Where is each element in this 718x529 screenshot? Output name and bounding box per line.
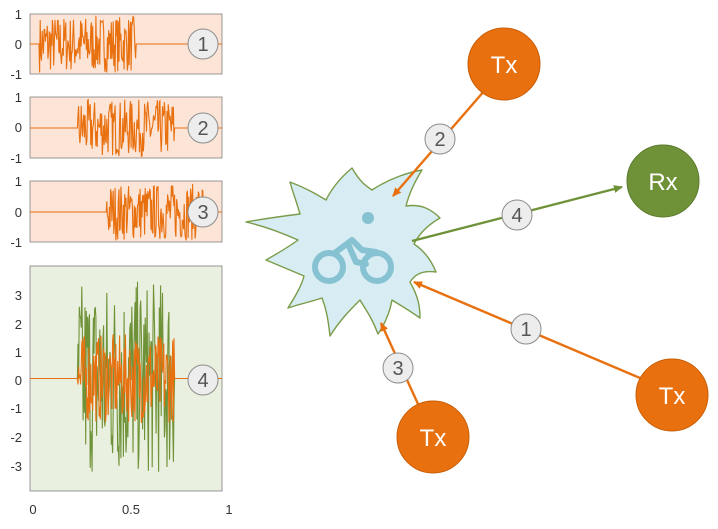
panel-2: 1 0 -1 2 — [10, 90, 223, 166]
tx-node-bottom-right-label: Tx — [659, 383, 686, 410]
panel-1-ytick-bot: -1 — [10, 67, 22, 82]
panel-1: 1 0 -1 1 — [10, 7, 223, 82]
panel-2-badge — [187, 112, 219, 144]
panel-2-ytick-top: 1 — [15, 90, 22, 105]
path-2-badge — [424, 123, 456, 155]
tx-node-bottom-label: Tx — [420, 425, 447, 452]
tx-node-bottom: Tx — [396, 400, 470, 474]
panel-3-badge — [187, 196, 219, 228]
path-4: 4 — [411, 185, 623, 243]
panel-4-badge-label: 4 — [197, 370, 208, 392]
panel-3-ytick-bot: -1 — [10, 235, 22, 250]
panel-4-xtick-1: 1 — [225, 502, 232, 517]
panel-4-ytick-m3: -3 — [10, 459, 22, 474]
scattering-pattern — [245, 167, 441, 337]
panel-4: 3 2 1 0 -1 -2 -3 4 0 0.5 1 — [10, 265, 233, 517]
panel-4-badge — [187, 364, 219, 396]
panel-4-xtick-05: 0.5 — [122, 502, 140, 517]
path-3: 3 — [379, 322, 420, 405]
panel-2-ytick-bot: -1 — [10, 151, 22, 166]
tx-node-top: Tx — [467, 27, 541, 101]
path-3-badge — [382, 352, 414, 384]
panel-3-badge-label: 3 — [197, 202, 208, 224]
panel-2-ytick-mid: 0 — [15, 120, 22, 135]
scatterer — [245, 167, 441, 337]
tx-node-top-label: Tx — [491, 52, 518, 79]
path-1-badge — [510, 313, 542, 345]
path-2: 2 — [392, 89, 486, 197]
panel-1-badge — [187, 28, 219, 60]
panel-3-ytick-top: 1 — [15, 174, 22, 189]
panel-2-badge-label: 2 — [197, 118, 208, 140]
panel-1-badge-label: 1 — [197, 34, 208, 56]
panel-4-ytick-2: 2 — [15, 317, 22, 332]
tx-node-bottom-right: Tx — [635, 358, 709, 432]
path-1-badge-label: 1 — [520, 319, 531, 341]
rx-node: Rx — [626, 144, 700, 218]
panel-4-ytick-m2: -2 — [10, 430, 22, 445]
panel-4-ytick-3: 3 — [15, 288, 22, 303]
panel-3: 1 0 -1 3 — [10, 174, 223, 250]
panel-4-ytick-1: 1 — [15, 345, 22, 360]
path-1: 1 — [413, 280, 641, 380]
panel-4-ytick-m1: -1 — [10, 401, 22, 416]
path-4-badge — [501, 199, 533, 231]
panel-1-ytick-top: 1 — [15, 7, 22, 22]
panel-4-ytick-0: 0 — [15, 373, 22, 388]
panel-3-ytick-mid: 0 — [15, 205, 22, 220]
path-4-badge-label: 4 — [511, 205, 522, 227]
panel-1-ytick-mid: 0 — [15, 37, 22, 52]
waveform-panels: 1 0 -1 1 1 0 -1 2 1 0 -1 3 — [10, 7, 232, 517]
path-2-badge-label: 2 — [434, 129, 445, 151]
panel-4-xtick-0: 0 — [29, 502, 36, 517]
path-3-badge-label: 3 — [392, 358, 403, 380]
cyclist-icon — [312, 212, 394, 284]
rx-node-label: Rx — [648, 169, 677, 196]
